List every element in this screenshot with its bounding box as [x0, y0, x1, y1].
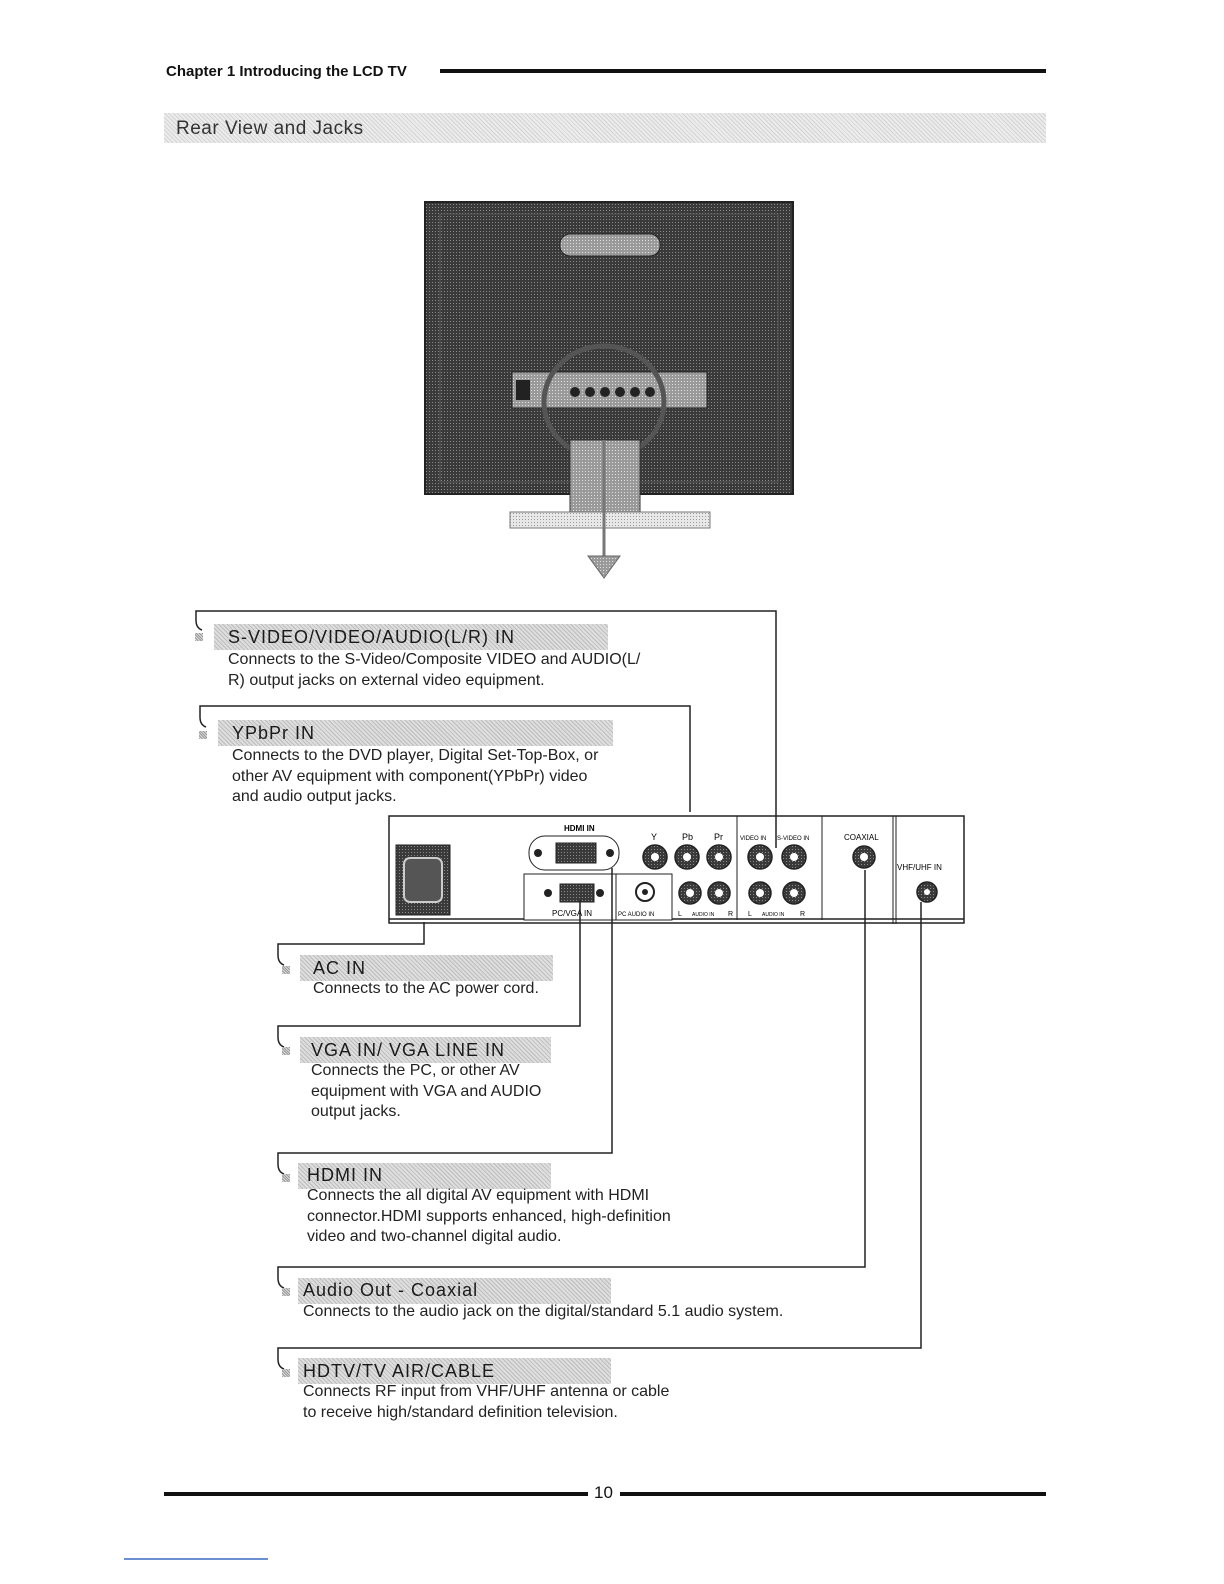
jack-desc-audio-out-coaxial: Connects to the audio jack on the digita…	[303, 1302, 783, 1323]
desc-line: and audio output jacks.	[232, 788, 397, 805]
footer-rule-left	[164, 1492, 588, 1496]
label-bar	[214, 624, 608, 650]
jack-title-ypbpr: YPbPr IN	[232, 723, 316, 743]
label-audio-l-2: L	[748, 911, 752, 918]
label-audio-r: R	[728, 911, 733, 918]
jack-title-hdtv-air-cable: HDTV/TV AIR/CABLE	[303, 1361, 496, 1381]
desc-line: Connects RF input from VHF/UHF antenna o…	[303, 1383, 670, 1400]
desc-line: Connects to the S-Video/Composite VIDEO …	[228, 651, 641, 668]
label-video-in: VIDEO IN	[740, 836, 766, 842]
label-hdmi-in: HDMI IN	[564, 824, 595, 833]
label-pb: Pb	[682, 832, 693, 842]
label-bar	[300, 1037, 551, 1063]
jack-title-audio-out-coaxial: Audio Out - Coaxial	[303, 1280, 479, 1300]
footer-rule-right	[620, 1492, 1046, 1496]
label-pr: Pr	[714, 832, 723, 842]
jack-desc-hdtv-air-cable: Connects RF input from VHF/UHF antenna o…	[303, 1382, 669, 1423]
jack-title-hdmi-in: HDMI IN	[307, 1165, 383, 1185]
jack-title-vga-in: VGA IN/ VGA LINE IN	[311, 1040, 506, 1060]
label-audio-r-2: R	[800, 911, 805, 918]
bullet-icon	[199, 731, 207, 739]
desc-line: to receive high/standard definition tele…	[303, 1403, 618, 1421]
label-s-video-in: S-VIDEO IN	[777, 836, 809, 842]
label-bar	[300, 955, 553, 981]
bullet-icon	[282, 966, 290, 974]
jack-desc-hdmi-in: Connects the all digital AV equipment wi…	[307, 1186, 671, 1248]
desc-line: Connects the PC, or other AV	[311, 1062, 520, 1079]
label-audio-in-2: AUDIO IN	[762, 912, 785, 918]
desc-line: Connects the all digital AV equipment wi…	[307, 1187, 650, 1204]
label-audio-l: L	[678, 911, 682, 918]
label-bar	[298, 1358, 611, 1384]
jack-desc-vga-in: Connects the PC, or other AV equipment w…	[311, 1061, 541, 1123]
jack-title-svideo: S-VIDEO/VIDEO/AUDIO(L/R) IN	[228, 627, 516, 647]
desc-line: connector.HDMI supports enhanced, high-d…	[307, 1207, 671, 1225]
desc-line: Connects to the audio jack on the digita…	[303, 1303, 784, 1320]
section-title: Rear View and Jacks	[176, 118, 364, 139]
jack-desc-svideo: Connects to the S-Video/Composite VIDEO …	[228, 650, 640, 691]
desc-line: video and two-channel digital audio.	[307, 1228, 562, 1245]
desc-line: other AV equipment with component(YPbPr)…	[232, 767, 588, 785]
label-audio-in-1: AUDIO IN	[692, 912, 715, 918]
bullet-icon	[195, 633, 203, 641]
section-title-bar	[164, 113, 1046, 143]
bullet-icon	[282, 1174, 290, 1182]
desc-line: Connects to the DVD player, Digital Set-…	[232, 747, 599, 764]
bullet-icon	[282, 1369, 290, 1377]
jack-title-ac-in: AC IN	[313, 958, 367, 978]
bullet-icon	[282, 1288, 290, 1296]
page-number: 10	[594, 1483, 613, 1502]
scan-artifact-line	[124, 1558, 268, 1560]
desc-line: output jacks.	[311, 1103, 401, 1120]
chapter-heading: Chapter 1 Introducing the LCD TV	[166, 63, 407, 80]
jack-desc-ypbpr: Connects to the DVD player, Digital Set-…	[232, 746, 598, 808]
header-rule	[440, 69, 1046, 73]
desc-line: R) output jacks on external video equipm…	[228, 671, 545, 689]
label-bar	[298, 1163, 551, 1189]
label-bar	[298, 1278, 611, 1304]
desc-line: equipment with VGA and AUDIO	[311, 1082, 542, 1100]
label-pc-audio-in: PC AUDIO IN	[618, 912, 654, 918]
label-vhf-uhf-in: VHF/UHF IN	[897, 863, 942, 872]
label-pc-vga-in: PC/VGA IN	[552, 909, 592, 918]
jack-desc-ac-in: Connects to the AC power cord.	[313, 979, 539, 1000]
bullet-icon	[282, 1047, 290, 1055]
label-y: Y	[651, 832, 657, 842]
desc-line: Connects to the AC power cord.	[313, 980, 539, 997]
label-coaxial: COAXIAL	[844, 833, 879, 842]
label-bar	[218, 720, 613, 746]
